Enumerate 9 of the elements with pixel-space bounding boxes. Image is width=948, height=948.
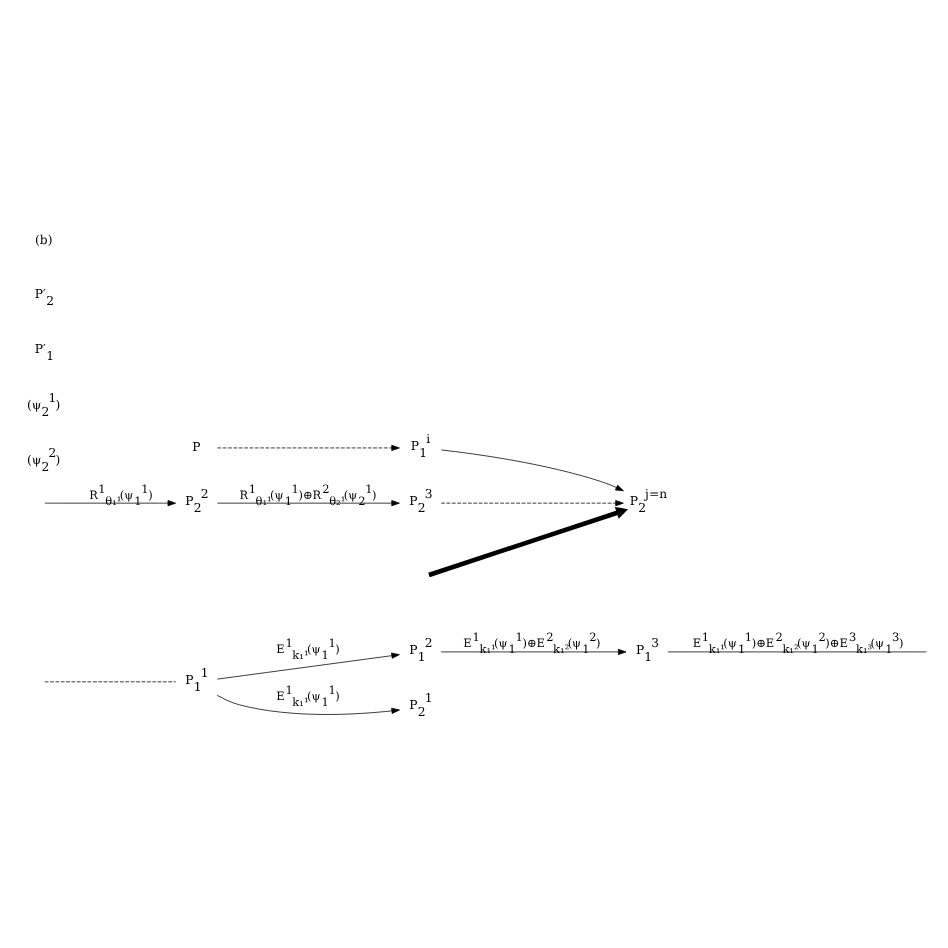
arrow	[216, 694, 400, 715]
arrow	[217, 500, 400, 507]
arrow	[428, 500, 628, 578]
arrow	[440, 648, 627, 655]
arrow	[44, 500, 176, 507]
arrow	[217, 652, 400, 680]
arrow	[440, 449, 624, 492]
arrow	[217, 444, 400, 451]
arrow	[440, 500, 624, 507]
